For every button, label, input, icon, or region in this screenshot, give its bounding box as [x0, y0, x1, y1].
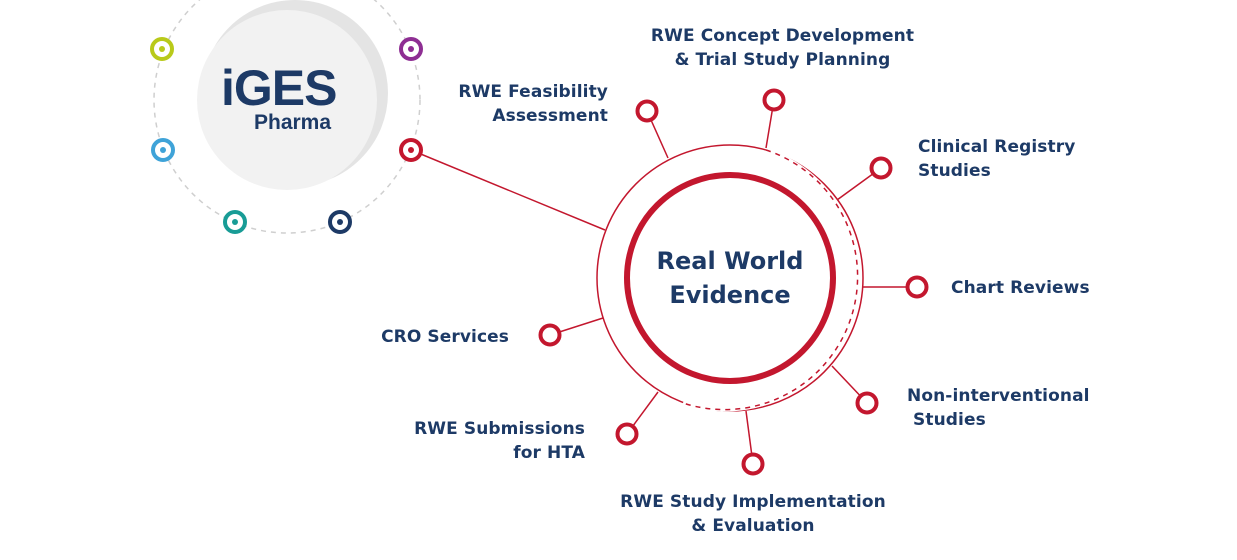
- hub-disc: [197, 10, 377, 190]
- hub-outer-dashed-ring: [153, 0, 421, 234]
- center-title-line-2: Evidence: [669, 281, 791, 309]
- label-noninterventional: Non-interventional Studies: [907, 386, 1090, 430]
- hub-dot-navy: [328, 210, 352, 234]
- node-implementation: [741, 452, 765, 476]
- node-noninterventional: [855, 391, 879, 415]
- node-registry: [869, 156, 893, 180]
- connector-hub: [410, 149, 606, 231]
- label-registry: Clinical Registry Studies: [918, 137, 1076, 181]
- label-chart: Chart Reviews: [951, 278, 1090, 298]
- logo-pharma: Pharma: [254, 111, 332, 134]
- node-feasibility: [635, 99, 659, 123]
- center-title-line-1: Real World: [656, 247, 804, 275]
- node-submissions: [615, 422, 639, 446]
- node-chart: [905, 275, 929, 299]
- label-implementation: RWE Study Implementation & Evaluation: [620, 492, 886, 536]
- center-title: Real World Evidence: [630, 244, 830, 312]
- node-cro: [538, 323, 562, 347]
- hub-dot-light-blue: [151, 138, 175, 162]
- label-feasibility: RWE Feasibility Assessment: [458, 82, 608, 126]
- label-submissions: RWE Submissions for HTA: [414, 419, 585, 463]
- hub-dot-red: [399, 138, 423, 162]
- label-concept: RWE Concept Development & Trial Study Pl…: [650, 26, 915, 70]
- logo-iges: iGES: [221, 60, 337, 116]
- hub-dot-lime: [150, 37, 174, 61]
- hub-dot-teal: [223, 210, 247, 234]
- label-cro: CRO Services: [381, 327, 509, 347]
- hub-dot-purple: [399, 37, 423, 61]
- node-concept: [762, 88, 786, 112]
- center-inner-ring: [624, 172, 836, 384]
- center-outer-ring-dashed: [682, 149, 859, 411]
